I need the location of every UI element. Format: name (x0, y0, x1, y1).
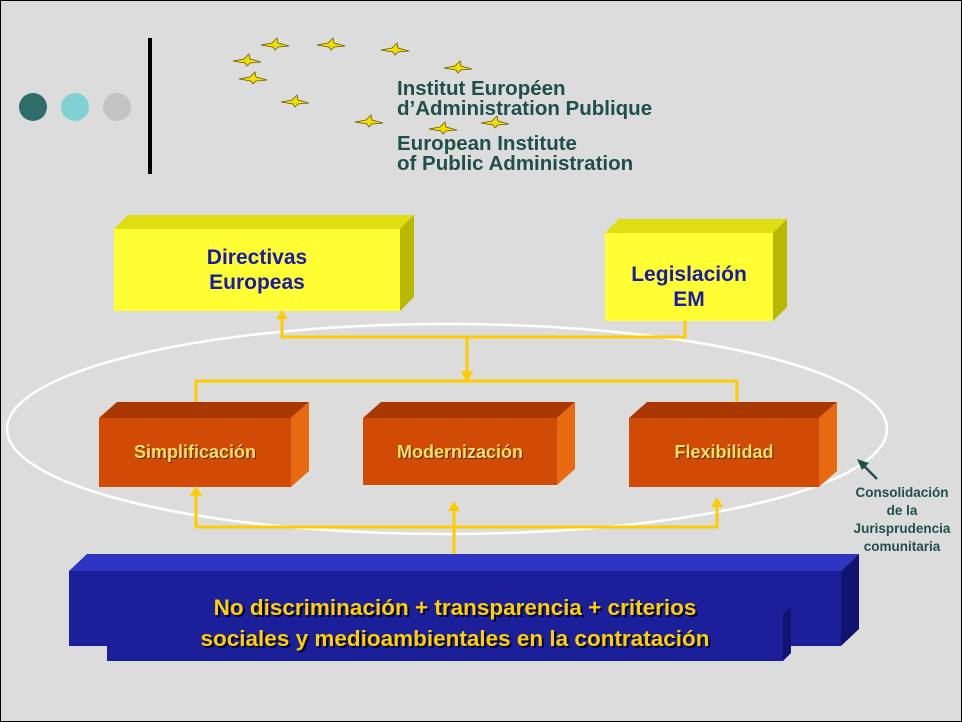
box-foundation (69, 554, 859, 661)
institute-name-en-2: of Public Administration (397, 152, 634, 175)
label-foundation: No discriminación + transparencia + crit… (69, 592, 841, 654)
label-legislacion-line2: EM (673, 288, 705, 311)
label-legislacion-line1: Legislación (631, 263, 747, 286)
star-icon (428, 121, 458, 135)
star-icon (380, 42, 410, 56)
decorative-dot-grey (103, 93, 131, 121)
box-legislacion (605, 219, 787, 321)
star-icon (443, 60, 473, 74)
divider-line (148, 38, 152, 174)
institute-name-en-1: European Institute (397, 132, 577, 155)
label-legislacion: Legislación EM (605, 262, 773, 312)
box-modernizacion (363, 402, 575, 485)
star-icon (316, 37, 346, 51)
label-foundation-line2: sociales y medioambientales en la contra… (200, 626, 710, 651)
lower-connectors (194, 495, 719, 559)
institute-name-fr-2: d’Administration Publique (397, 97, 653, 120)
star-icon (238, 71, 268, 85)
star-icon (280, 94, 310, 108)
note-consolidacion: Consolidación de la Jurisprudencia comun… (827, 484, 961, 556)
note-line3: Jurisprudencia (853, 521, 951, 536)
eu-stars-logo (232, 37, 510, 135)
star-icon (354, 114, 384, 128)
label-directivas-line2: Europeas (209, 271, 305, 294)
note-line4: comunitaria (863, 539, 941, 554)
label-directivas: Directivas Europeas (114, 245, 400, 295)
decorative-dot-teal (61, 93, 89, 121)
star-icon (260, 37, 290, 51)
box-flexibilidad (629, 402, 837, 487)
box-directivas (114, 215, 414, 311)
note-line2: de la (886, 503, 918, 518)
institute-name-fr-1: Institut Européen (397, 77, 566, 100)
label-simplificacion: Simplificación (133, 442, 257, 462)
consolidation-ellipse (5, 322, 889, 536)
box-simplificacion (99, 402, 309, 487)
note-arrow-icon (857, 459, 878, 480)
star-icon (232, 53, 262, 67)
label-directivas-line1: Directivas (206, 246, 308, 269)
label-modernizacion: Modernización (396, 442, 523, 462)
note-line1: Consolidación (855, 485, 949, 500)
decorative-dot-dark (19, 93, 47, 121)
label-foundation-line1: No discriminación + transparencia + crit… (213, 595, 697, 620)
label-flexibilidad: Flexibilidad (674, 442, 774, 462)
star-icon (480, 115, 510, 129)
